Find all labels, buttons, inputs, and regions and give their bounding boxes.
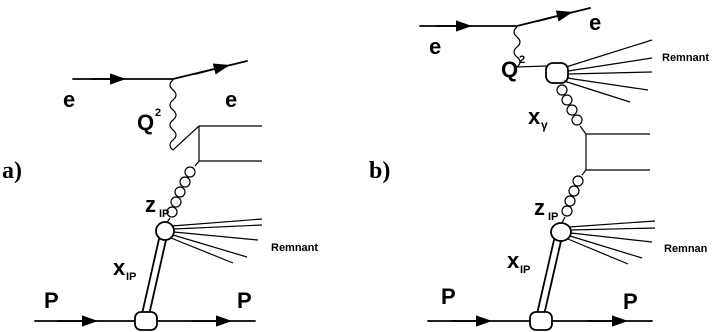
- outgoing-electron-arrow: [194, 63, 230, 75]
- photon-gluon-loops: [556, 84, 583, 126]
- remnant-label: Remnant: [271, 242, 318, 254]
- photon-gluon-tail: [579, 125, 587, 135]
- pomeron-line-2: [148, 239, 167, 316]
- incoming-proton-label: P: [44, 288, 59, 313]
- photon-remnant-lines: [563, 39, 653, 103]
- virtual-photon-line: [169, 79, 200, 151]
- gluon-line: [581, 169, 587, 176]
- pomeron-remnant-label: Remnan: [664, 243, 708, 255]
- outgoing-electron-label: e: [225, 87, 237, 112]
- panel-b-label: b): [369, 158, 390, 184]
- outgoing-electron-arrow: [537, 10, 573, 22]
- incoming-proton-label: P: [441, 284, 456, 309]
- z-pomeron-subscript: IP: [548, 211, 558, 223]
- x-gamma-label: x: [528, 104, 541, 129]
- outgoing-proton-label: P: [623, 289, 638, 314]
- outgoing-proton-label: P: [237, 288, 252, 313]
- pomeron-line-1: [141, 238, 160, 315]
- pomeron-blob: [550, 222, 572, 242]
- x-pomeron-subscript: IP: [520, 264, 530, 276]
- gluon-tail: [561, 216, 566, 224]
- photon-virtuality-exponent: 2: [519, 54, 525, 66]
- photon-virtuality-label: Q: [137, 110, 154, 135]
- virtual-photon-line: [513, 26, 547, 68]
- z-pomeron-label: z: [534, 195, 545, 220]
- pomeron-line-2: [543, 240, 562, 316]
- z-pomeron-subscript: IP: [159, 208, 169, 220]
- x-pomeron-label: x: [113, 255, 126, 280]
- gluon-line: [194, 160, 200, 167]
- photon-blob: [545, 62, 569, 84]
- panel-b: b) e e Q 2 Remnant x γ: [369, 7, 709, 331]
- x-gamma-subscript: γ: [541, 118, 548, 132]
- photon-remnant-label: Remnant: [662, 52, 709, 64]
- x-pomeron-subscript: IP: [126, 271, 136, 283]
- panel-a-label: a): [2, 158, 22, 184]
- pomeron-line-1: [536, 239, 555, 315]
- incoming-electron-label: e: [429, 34, 441, 59]
- incoming-electron-label: e: [63, 87, 75, 112]
- pomeron-remnant-lines: [170, 218, 263, 264]
- z-pomeron-label: z: [145, 192, 156, 217]
- photon-virtuality-label: Q: [501, 57, 518, 82]
- panel-a: a) e e Q 2 z IP: [2, 60, 318, 331]
- photon-virtuality-exponent: 2: [155, 107, 161, 119]
- pomeron-blob: [155, 221, 175, 241]
- gluon-loops: [166, 166, 196, 218]
- outgoing-electron-label: e: [589, 10, 601, 35]
- pomeron-remnant-lines: [567, 220, 656, 265]
- gluon-loops: [561, 175, 584, 217]
- proton-vertex-blob: [529, 311, 553, 331]
- x-pomeron-label: x: [507, 248, 520, 273]
- proton-vertex-blob: [134, 311, 158, 331]
